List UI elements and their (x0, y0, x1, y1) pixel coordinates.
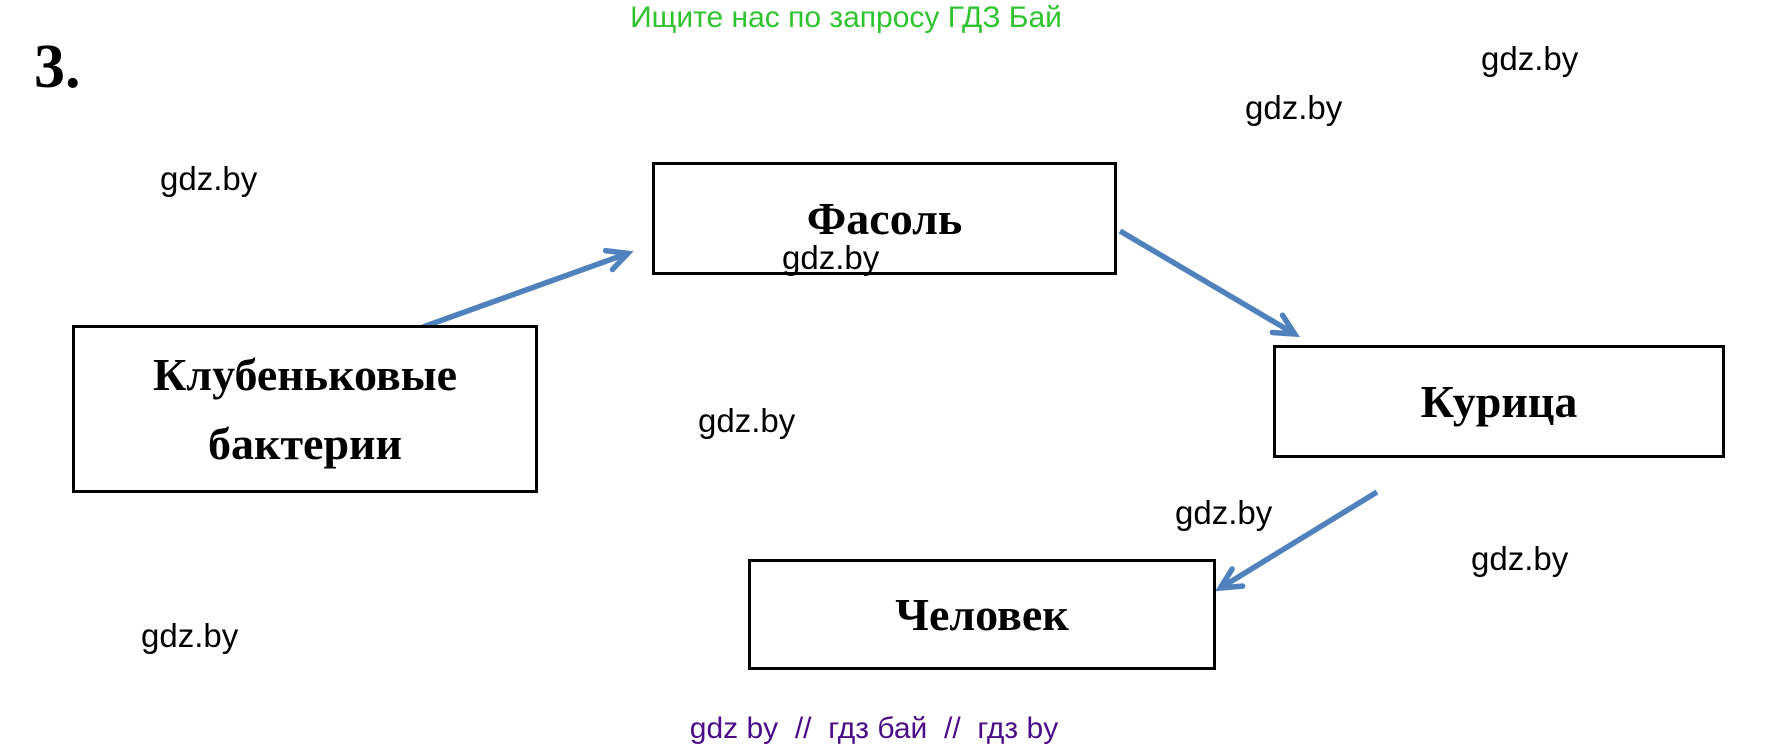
node-beans: Фасоль (652, 162, 1117, 275)
task-number: 3. (34, 33, 81, 101)
node-chicken: Курица (1273, 345, 1725, 458)
site-watermark: gdz.by (698, 402, 796, 439)
node-nodule-bacteria: Клубеньковые бактерии (72, 325, 538, 493)
site-watermark: gdz.by (1175, 494, 1273, 531)
site-watermark: gdz.by (1245, 89, 1343, 126)
site-watermark: gdz.by (141, 617, 239, 654)
site-watermark: gdz.by (782, 239, 880, 276)
node-human: Человек (748, 559, 1216, 670)
arrow-chicken-to-human (1222, 489, 1379, 587)
promo-header-text: Ищите нас по запросу ГДЗ Бай (630, 1, 1062, 34)
site-watermark: gdz.by (1471, 540, 1569, 577)
site-watermark: gdz.by (1481, 40, 1579, 77)
arrow-beans-to-chicken (1118, 228, 1293, 333)
arrow-nodule-bacteria-to-beans (422, 254, 626, 330)
site-watermark: gdz.by (160, 160, 258, 197)
footer-watermark: gdz by // гдз бай // гдз by (689, 712, 1059, 745)
